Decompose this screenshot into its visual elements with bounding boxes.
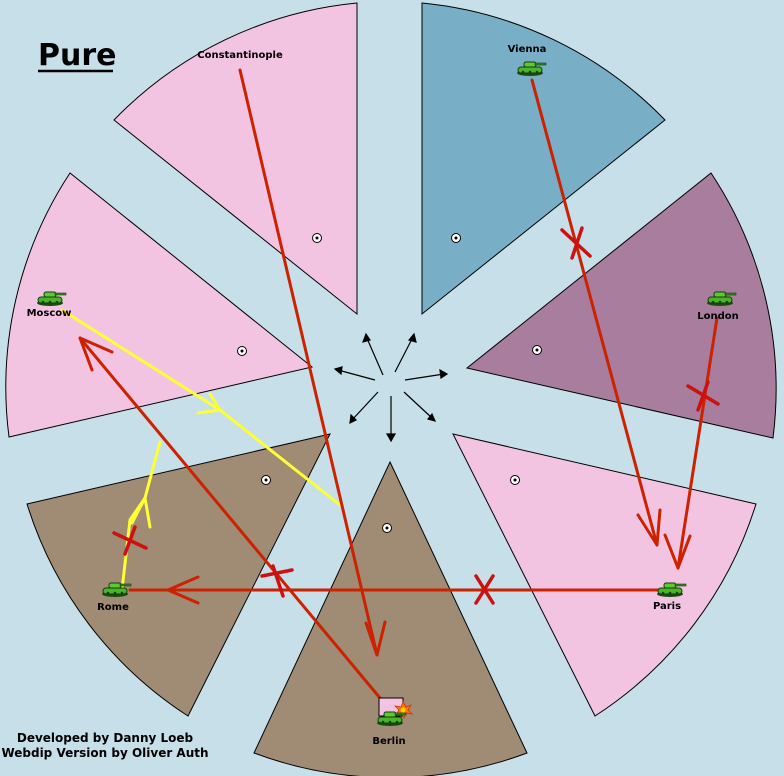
supply-center-markers xyxy=(237,233,542,533)
territory-constantinople[interactable] xyxy=(113,2,358,316)
move-arrowhead xyxy=(166,575,200,605)
territory-rome[interactable] xyxy=(26,433,331,717)
credit-developer: Developed by Danny Loeb xyxy=(17,731,194,745)
territory-paris[interactable] xyxy=(452,433,757,717)
failed-marker-icon xyxy=(112,525,148,556)
territory-berlin[interactable] xyxy=(253,460,528,776)
move-orders xyxy=(78,68,719,712)
territory-moscow[interactable] xyxy=(5,172,314,438)
territory-label-moscow: Moscow xyxy=(27,308,72,319)
supply-center-icon xyxy=(510,475,520,485)
territory-label-paris: Paris xyxy=(653,601,681,612)
supply-center-icon xyxy=(312,233,322,243)
move-arrow-london-paris xyxy=(676,316,719,570)
move-arrowhead xyxy=(636,508,662,547)
move-arrowhead xyxy=(78,336,114,372)
move-arrow-berlin-moscow xyxy=(78,336,392,712)
supply-center-icon xyxy=(261,475,271,485)
territory-vienna[interactable] xyxy=(421,2,666,316)
move-arrowhead xyxy=(663,533,692,570)
supply-center-icon xyxy=(382,523,392,533)
move-arrow-vienna-paris xyxy=(530,78,659,547)
territory-london[interactable] xyxy=(465,172,777,439)
failed-marker-icon xyxy=(560,226,592,260)
credit-webdip: Webdip Version by Oliver Auth xyxy=(1,746,208,760)
battle-explosion-icon xyxy=(393,701,414,719)
support-arrowhead xyxy=(196,392,222,415)
supply-center-icon xyxy=(237,346,247,356)
failed-marker-icon xyxy=(474,574,495,605)
move-arrow-constantinople-berlin xyxy=(238,68,379,657)
territory-label-london: London xyxy=(697,311,739,322)
move-arrowhead xyxy=(364,620,387,657)
supply-center-icon xyxy=(532,345,542,355)
territory-label-constantinople: Constantinople xyxy=(197,50,283,61)
support-arrowhead xyxy=(130,496,152,529)
failed-order-markers xyxy=(112,226,720,605)
supply-center-icon xyxy=(451,233,461,243)
failed-marker-icon xyxy=(260,564,294,598)
failed-marker-icon xyxy=(686,380,720,412)
territory-label-vienna: Vienna xyxy=(508,44,547,55)
map-title: Pure xyxy=(38,38,117,73)
territory-label-rome: Rome xyxy=(97,602,129,613)
territory-label-berlin: Berlin xyxy=(372,736,405,747)
center-compass-icon xyxy=(333,332,449,443)
